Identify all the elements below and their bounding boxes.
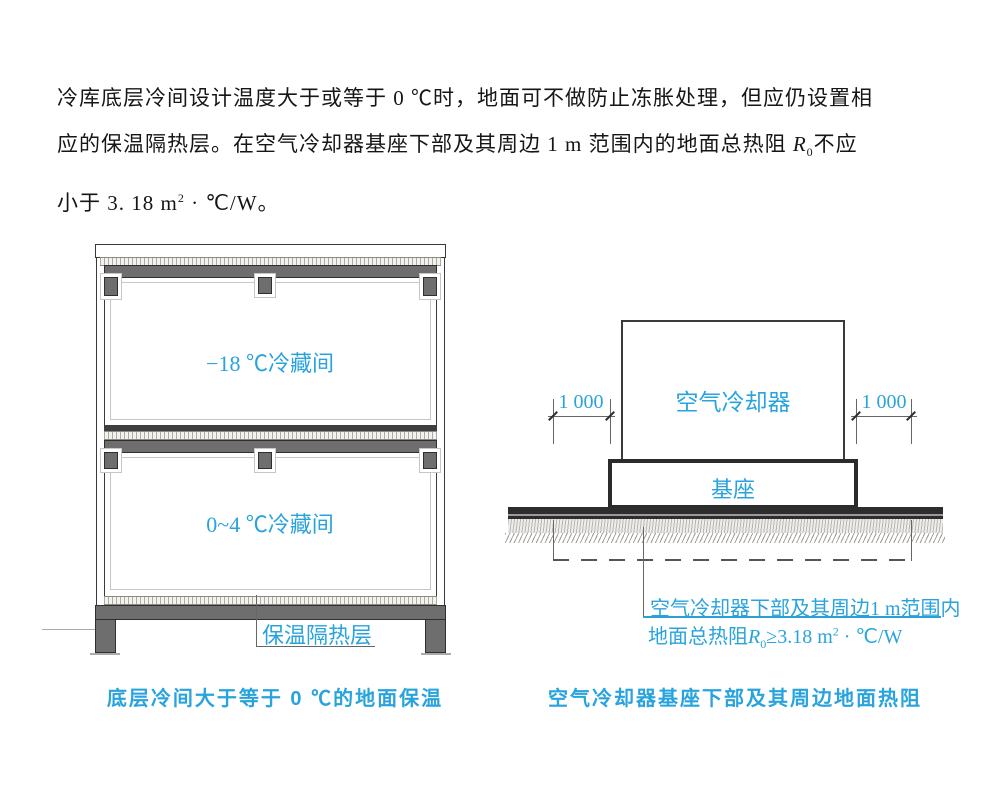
middle-floor-slab [104,425,437,431]
paragraph-line-3-tail: · ℃/W。 [184,191,280,216]
note-line-2-tail: · ℃/W [838,626,903,648]
dim-right-ext-inner [856,399,857,444]
roof-drop-center [258,277,272,294]
r0-subscript: 0 [806,145,814,160]
lower-room-label: 0~4 ℃冷藏间 [206,512,334,537]
note-underline [643,616,941,618]
ground-floor-slab [95,605,446,620]
roof-drop-left [104,277,118,296]
middle-floor-insulation [104,431,437,440]
note-m2-superscript: 2 [832,624,839,639]
r0-symbol: R [792,132,807,156]
range-boundary-right [911,520,912,561]
right-support-leg [425,619,446,653]
range-boundary-left [553,520,554,561]
dim-right-ext-outer [911,399,912,444]
note-line-2: 地面总热阻R0≥3.18 m2 · ℃/W [648,620,902,652]
ground-tick-left-leg [90,653,120,655]
dim-left-line [548,416,615,417]
ground-slab [508,507,943,519]
air-cooler-box [621,320,845,461]
note-leader-line [643,527,644,617]
left-support-leg [95,619,116,653]
note-r0-symbol: R [748,626,761,648]
right-diagram-caption: 空气冷却器基座下部及其周边地面热阻 [548,688,922,710]
note-line-2-pre: 地面总热阻 [648,626,748,648]
roof-drop-right [423,277,437,296]
floor-label-underline [256,646,375,647]
floor-insulation-layer [104,596,437,605]
soil-hatch-layer [505,533,945,543]
paragraph-line-2: 应的保温隔热层。在空气冷却器基座下部及其周边 1 m 范围内的地面总热阻 R0不… [57,121,957,175]
middle-drop-left [104,452,118,469]
air-cooler-label: 空气冷却器 [675,390,791,415]
dim-right-value: 1 000 [861,391,907,413]
paragraph-line-1: 冷库底层冷间设计温度大于或等于 0 ℃时，地面可不做防止冻胀处理，但应仍设置相 [57,86,873,110]
floor-insulation-label: 保温隔热层 [262,623,373,648]
base-label: 基座 [710,477,755,502]
left-diagram-caption: 底层冷间大于等于 0 ℃的地面保温 [106,688,444,710]
note-line-1: 空气冷却器下部及其周边1 m范围内 [650,598,961,620]
soil-stipple-layer [508,519,943,533]
dim-left-value: 1 000 [558,391,604,413]
intro-paragraph: 冷库底层冷间设计温度大于或等于 0 ℃时，地面可不做防止冻胀处理，但应仍设置相 … [57,75,957,226]
floor-label-leader-line [256,595,257,647]
middle-drop-right [423,452,437,469]
upper-room-label: −18 ℃冷藏间 [206,351,334,376]
ground-tick-right-leg [421,653,451,655]
note-r0-subscript: 0 [760,637,767,651]
dim-left-ext-inner [610,399,611,444]
paragraph-line-3-text: 小于 3. 18 m [57,191,178,216]
middle-drop-center [258,452,272,469]
range-dashed-line [553,559,912,561]
ground-line-left [42,629,95,630]
paragraph-line-2-text: 应的保温隔热层。在空气冷却器基座下部及其周边 1 m 范围内的地面总热阻 [57,132,793,156]
dim-right-line [851,416,917,417]
paragraph-line-3: 小于 3. 18 m2 · ℃/W。 [57,175,957,226]
m2-superscript: 2 [177,191,185,206]
paragraph-line-2-tail: 不应 [813,132,858,156]
dim-left-ext-outer [553,399,554,444]
note-line-2-mid: ≥3.18 m [766,626,833,648]
